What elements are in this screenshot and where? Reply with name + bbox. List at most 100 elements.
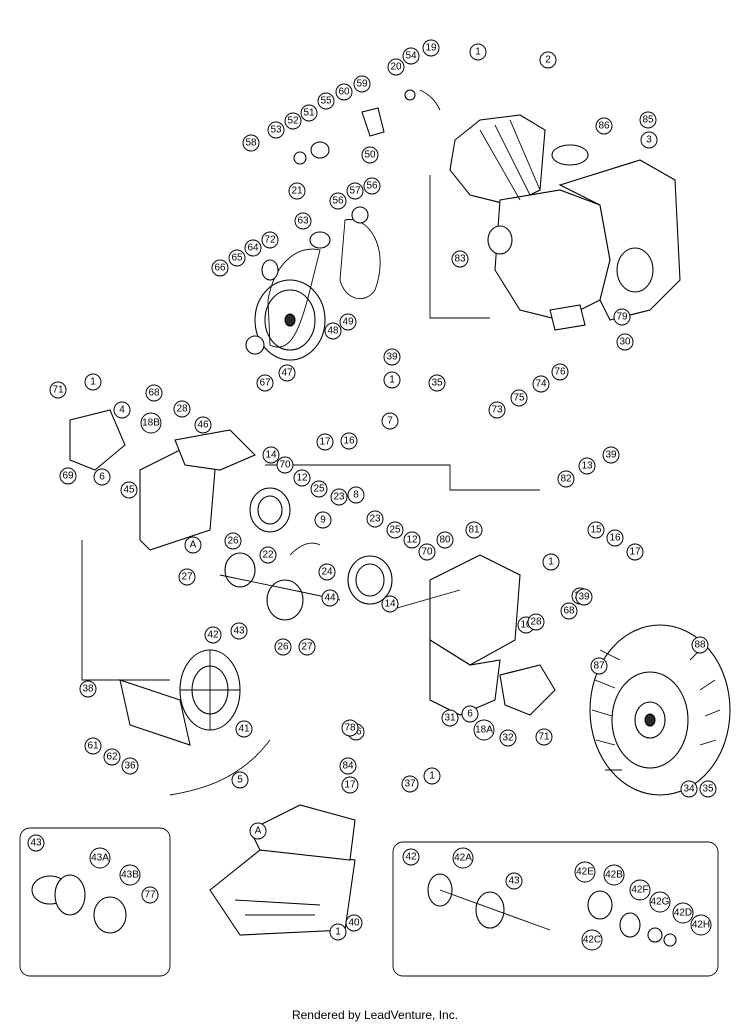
callout-label: 65 — [231, 253, 243, 264]
callout-label: 87 — [593, 661, 605, 672]
control-cable — [169, 739, 271, 796]
callout-12: 12 — [293, 469, 311, 487]
callout-label: A — [190, 540, 197, 551]
callout-label: 32 — [502, 733, 514, 744]
callout-13: 13 — [578, 457, 596, 475]
callout-39: 39 — [575, 588, 593, 606]
lower-shield — [209, 804, 356, 936]
callout-label: 68 — [563, 606, 575, 617]
callout-label: 57 — [349, 186, 361, 197]
callout-label: 10 — [520, 620, 532, 631]
footer-credit: Rendered by LeadVenture, Inc. — [291, 1008, 459, 1022]
callout-label: 8 — [353, 490, 359, 501]
callout-28: 28 — [527, 613, 545, 631]
callout-8: 8 — [347, 486, 365, 504]
callout-39: 39 — [602, 446, 620, 464]
callout-label: 16 — [343, 436, 355, 447]
callout-6: 6 — [93, 468, 111, 486]
callout-label: 12 — [296, 473, 308, 484]
callout-label: 84 — [342, 761, 354, 772]
drive-plate — [119, 649, 241, 746]
callout-label: 25 — [313, 484, 325, 495]
callout-label: 35 — [702, 784, 714, 795]
callout-78: 78 — [341, 719, 359, 737]
callout-label: 17 — [629, 547, 641, 558]
callout-55: 55 — [317, 92, 335, 110]
callout-22: 22 — [259, 546, 277, 564]
callout-1: 1 — [423, 767, 441, 785]
callout-label: 44 — [324, 593, 336, 604]
callout-label: 42B — [605, 870, 623, 881]
inset-id-43: 43 — [27, 834, 45, 852]
callout-63: 63 — [294, 212, 312, 230]
callout-label: 42 — [207, 630, 219, 641]
callout-label: 1 — [548, 557, 554, 568]
callout-53: 53 — [267, 121, 285, 139]
callout-57: 57 — [346, 182, 364, 200]
callout-label: 88 — [694, 640, 706, 651]
callout-23: 23 — [330, 488, 348, 506]
callout-45: 45 — [120, 481, 138, 499]
inset-42-parts — [427, 873, 677, 947]
callout-label: 70 — [421, 547, 433, 558]
callout-label: 48 — [327, 326, 339, 337]
callout-label: 13 — [581, 461, 593, 472]
callout-label: 26 — [277, 642, 289, 653]
inset-43-parts — [31, 874, 127, 934]
engine — [449, 114, 681, 331]
callout-7: 7 — [381, 412, 399, 430]
callout-47: 47 — [278, 364, 296, 382]
callout-label: 15 — [590, 525, 602, 536]
callout-6: 6 — [461, 705, 479, 723]
callout-61: 61 — [84, 737, 102, 755]
callout-label: 53 — [270, 125, 282, 136]
callout-1: 1 — [383, 371, 401, 389]
callout-42g: 42G — [649, 891, 671, 913]
callout-label: 12 — [406, 535, 418, 546]
callout-67: 67 — [256, 374, 274, 392]
callout-60: 60 — [335, 83, 353, 101]
callout-69: 69 — [59, 467, 77, 485]
callout-label: 4 — [119, 405, 125, 416]
callout-label: 28 — [176, 404, 188, 415]
callout-label: 42A — [454, 853, 472, 864]
callout-a: A — [184, 536, 202, 554]
callout-label: 51 — [303, 108, 315, 119]
callout-26: 26 — [224, 532, 242, 550]
callout-label: 5 — [237, 775, 243, 786]
callout-42: 42 — [204, 626, 222, 644]
callout-label: 39 — [578, 592, 590, 603]
callout-14: 14 — [381, 595, 399, 613]
callout-label: 19 — [425, 43, 437, 54]
callout-label: 27 — [301, 642, 313, 653]
callout-27: 27 — [178, 568, 196, 586]
callout-86: 86 — [595, 117, 613, 135]
callout-82: 82 — [557, 470, 575, 488]
callout-65: 65 — [228, 249, 246, 267]
callout-label: 52 — [287, 116, 299, 127]
callout-label: 59 — [356, 79, 368, 90]
callout-81: 81 — [465, 521, 483, 539]
callout-18a: 18A — [473, 719, 495, 741]
left-gearbox — [69, 409, 341, 621]
callout-label: 7 — [387, 416, 393, 427]
callout-label: 36 — [124, 761, 136, 772]
callout-label: A — [255, 826, 262, 837]
inset-42-box — [392, 841, 719, 977]
callout-label: 61 — [87, 741, 99, 752]
callout-25: 25 — [386, 521, 404, 539]
callout-label: 62 — [106, 752, 118, 763]
callout-40: 40 — [345, 914, 363, 932]
callout-label: 81 — [468, 525, 480, 536]
callout-26: 26 — [274, 638, 292, 656]
callout-label: 76 — [554, 367, 566, 378]
callout-1: 1 — [542, 553, 560, 571]
callout-21: 21 — [288, 182, 306, 200]
callout-label: 22 — [262, 550, 274, 561]
callout-5: 5 — [231, 771, 249, 789]
callout-label: 23 — [333, 492, 345, 503]
callout-label: 17 — [319, 437, 331, 448]
callout-17: 17 — [316, 433, 334, 451]
callout-label: 27 — [181, 572, 193, 583]
